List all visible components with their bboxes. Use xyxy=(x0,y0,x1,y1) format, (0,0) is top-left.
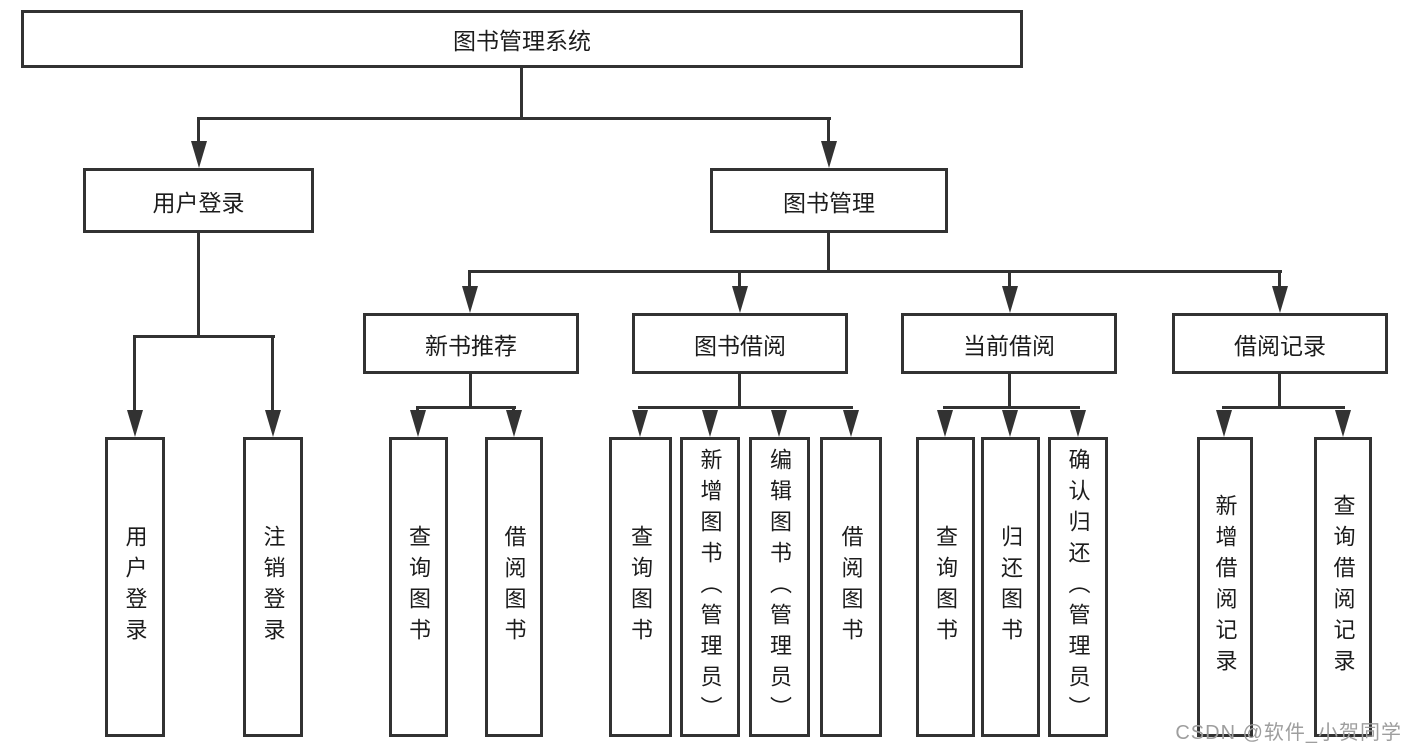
leaf-cb-confirm-return-admin-label: 确认归还（管理员） xyxy=(1065,447,1091,727)
node-user-login: 用户登录 xyxy=(83,168,314,233)
leaf-bb-edit-books-admin: 编辑图书（管理员） xyxy=(749,437,810,737)
arrow-down-icon xyxy=(1335,410,1351,437)
arrow-down-icon xyxy=(1070,410,1086,437)
arrow-down-icon xyxy=(127,410,143,437)
leaf-user-login: 用户登录 xyxy=(105,437,165,737)
connector-book-borrow-bar xyxy=(638,406,853,409)
arrow-down-icon xyxy=(632,410,648,437)
arrow-down-icon xyxy=(702,410,718,437)
leaf-cb-return-books: 归还图书 xyxy=(981,437,1040,737)
leaf-logout: 注销登录 xyxy=(243,437,303,737)
node-current-borrow-label: 当前借阅 xyxy=(963,332,1055,359)
arrow-down-icon xyxy=(771,410,787,437)
connector-new-books-stem xyxy=(469,374,472,409)
leaf-logout-label: 注销登录 xyxy=(260,525,286,649)
leaf-new-borrow-books-label: 借阅图书 xyxy=(501,525,527,649)
leaf-bb-query-books: 查询图书 xyxy=(609,437,672,737)
leaf-bb-add-books-admin: 新增图书（管理员） xyxy=(680,437,740,737)
leaf-cb-return-books-label: 归还图书 xyxy=(998,525,1024,649)
leaf-rec-query-record: 查询借阅记录 xyxy=(1314,437,1372,737)
connector-user-login-stem xyxy=(197,233,200,338)
arrow-down-icon xyxy=(1272,286,1288,313)
arrow-down-icon xyxy=(191,141,207,168)
node-root-label: 图书管理系统 xyxy=(453,28,591,54)
leaf-new-query-books: 查询图书 xyxy=(389,437,448,737)
node-borrow-records-label: 借阅记录 xyxy=(1234,332,1326,359)
connector-level3-bar xyxy=(468,270,1282,273)
connector-new-books-shaft xyxy=(468,270,471,286)
leaf-cb-query-books: 查询图书 xyxy=(916,437,975,737)
node-user-login-label: 用户登录 xyxy=(152,189,245,216)
leaf-rec-add-record-label: 新增借阅记录 xyxy=(1212,494,1238,680)
connector-user-leaves-bar xyxy=(133,335,275,338)
connector-book-borrow-shaft xyxy=(738,270,741,286)
arrow-down-icon xyxy=(1002,286,1018,313)
node-borrow-records: 借阅记录 xyxy=(1172,313,1388,374)
connector-root-stem xyxy=(520,68,523,120)
arrow-down-icon xyxy=(1216,410,1232,437)
connector-current-borrow-shaft xyxy=(1008,270,1011,286)
leaf-new-query-books-label: 查询图书 xyxy=(406,525,432,649)
arrow-down-icon xyxy=(843,410,859,437)
connector-borrow-records-bar xyxy=(1222,406,1345,409)
arrow-down-icon xyxy=(462,286,478,313)
leaf-cb-confirm-return-admin: 确认归还（管理员） xyxy=(1048,437,1108,737)
connector-book-mgmt-stem xyxy=(827,233,830,273)
arrow-down-icon xyxy=(410,410,426,437)
connector-leaf-shaft xyxy=(416,406,419,411)
node-current-borrow: 当前借阅 xyxy=(901,313,1117,374)
connector-level2-bar xyxy=(197,117,831,120)
leaf-bb-borrow-books-label: 借阅图书 xyxy=(838,525,864,649)
leaf-bb-add-books-admin-label: 新增图书（管理员） xyxy=(697,447,723,727)
node-root: 图书管理系统 xyxy=(21,10,1023,68)
connector-leaf-shaft xyxy=(512,406,515,411)
connector-current-borrow-bar xyxy=(943,406,1080,409)
arrow-down-icon xyxy=(265,410,281,437)
arrow-down-icon xyxy=(732,286,748,313)
node-new-book-recommend: 新书推荐 xyxy=(363,313,579,374)
node-new-book-recommend-label: 新书推荐 xyxy=(425,332,517,359)
node-book-management: 图书管理 xyxy=(710,168,948,233)
node-book-management-label: 图书管理 xyxy=(783,189,875,216)
leaf-bb-edit-books-admin-label: 编辑图书（管理员） xyxy=(767,447,793,727)
csdn-watermark: CSDN @软件_小贺同学 xyxy=(1175,722,1402,744)
connector-leaf-shaft xyxy=(271,335,274,410)
node-book-borrow: 图书借阅 xyxy=(632,313,848,374)
connector-borrow-records-shaft xyxy=(1278,270,1281,286)
connector-book-mgmt-shaft xyxy=(827,117,830,141)
leaf-new-borrow-books: 借阅图书 xyxy=(485,437,543,737)
connector-book-borrow-stem xyxy=(738,374,741,409)
connector-borrow-records-stem xyxy=(1278,374,1281,409)
leaf-rec-query-record-label: 查询借阅记录 xyxy=(1330,494,1356,680)
leaf-bb-borrow-books: 借阅图书 xyxy=(820,437,882,737)
arrow-down-icon xyxy=(506,410,522,437)
connector-current-borrow-stem xyxy=(1008,374,1011,409)
leaf-user-login-label: 用户登录 xyxy=(122,525,148,649)
node-book-borrow-label: 图书借阅 xyxy=(694,332,786,359)
leaf-rec-add-record: 新增借阅记录 xyxy=(1197,437,1253,737)
leaf-bb-query-books-label: 查询图书 xyxy=(628,525,654,649)
arrow-down-icon xyxy=(1002,410,1018,437)
connector-new-books-bar xyxy=(416,406,516,409)
connector-user-login-shaft xyxy=(197,117,200,141)
connector-leaf-shaft xyxy=(133,335,136,410)
arrow-down-icon xyxy=(821,141,837,168)
arrow-down-icon xyxy=(937,410,953,437)
leaf-cb-query-books-label: 查询图书 xyxy=(933,525,959,649)
